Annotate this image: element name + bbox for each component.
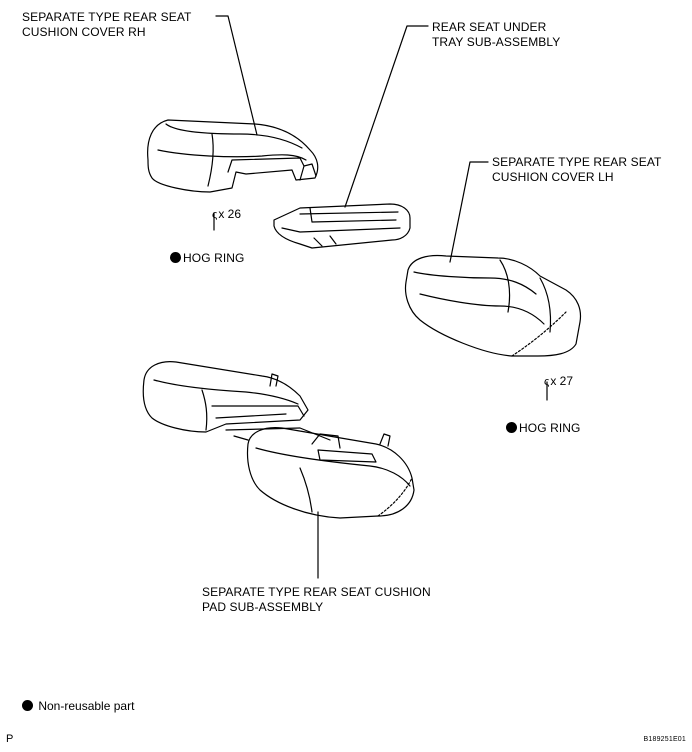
label-cushion-pad: SEPARATE TYPE REAR SEAT CUSHION PAD SUB-… — [202, 585, 431, 615]
label-cushion-cover-rh-line2: CUSHION COVER RH — [22, 25, 146, 39]
hog-ring-lh-label: HOG RING — [506, 421, 580, 436]
hog-ring-rh-count: x 26 — [218, 207, 241, 221]
leader-under-tray — [344, 25, 429, 208]
label-under-tray-line1: REAR SEAT UNDER — [432, 20, 547, 34]
seat-cushion-pad-front-unit — [225, 427, 415, 519]
legend-text: Non-reusable part — [38, 699, 135, 713]
hog-ring-rh-label: HOG RING — [170, 251, 244, 266]
non-reusable-dot-icon — [22, 700, 33, 711]
seat-cushion-pad-rear-unit — [142, 361, 309, 433]
hog-ring-lh-quantity: ςx 27 — [544, 374, 573, 388]
label-cushion-pad-line2: PAD SUB-ASSEMBLY — [202, 600, 324, 614]
figure-id: B189251E01 — [643, 736, 686, 743]
leader-cover-rh — [215, 15, 258, 136]
seat-cushion-cover-rh — [147, 119, 319, 193]
hog-ring-rh-text: HOG RING — [183, 251, 245, 265]
hog-ring-lh-text: HOG RING — [519, 421, 581, 435]
hog-ring-icon: ς — [212, 209, 218, 221]
label-under-tray: REAR SEAT UNDER TRAY SUB-ASSEMBLY — [432, 20, 560, 50]
label-cushion-cover-lh: SEPARATE TYPE REAR SEAT CUSHION COVER LH — [492, 155, 661, 185]
label-cushion-cover-lh-line1: SEPARATE TYPE REAR SEAT — [492, 155, 662, 169]
hog-ring-icon: ς — [544, 376, 550, 388]
label-cushion-cover-lh-line2: CUSHION COVER LH — [492, 170, 614, 184]
label-cushion-pad-line1: SEPARATE TYPE REAR SEAT CUSHION — [202, 585, 431, 599]
hog-ring-rh-quantity: ςx 26 — [212, 207, 241, 221]
hog-ring-lh-count: x 27 — [550, 374, 573, 388]
non-reusable-dot-icon — [170, 252, 181, 263]
leader-cover-lh — [449, 161, 489, 263]
seat-cushion-cover-lh — [404, 254, 582, 357]
non-reusable-dot-icon — [506, 422, 517, 433]
legend-non-reusable: Non-reusable part — [22, 699, 134, 713]
label-cushion-cover-rh: SEPARATE TYPE REAR SEAT CUSHION COVER RH — [22, 10, 191, 40]
label-cushion-cover-rh-line1: SEPARATE TYPE REAR SEAT — [22, 10, 192, 24]
rear-seat-under-tray — [273, 203, 411, 249]
label-under-tray-line2: TRAY SUB-ASSEMBLY — [432, 35, 561, 49]
page-marker: P — [6, 733, 14, 745]
